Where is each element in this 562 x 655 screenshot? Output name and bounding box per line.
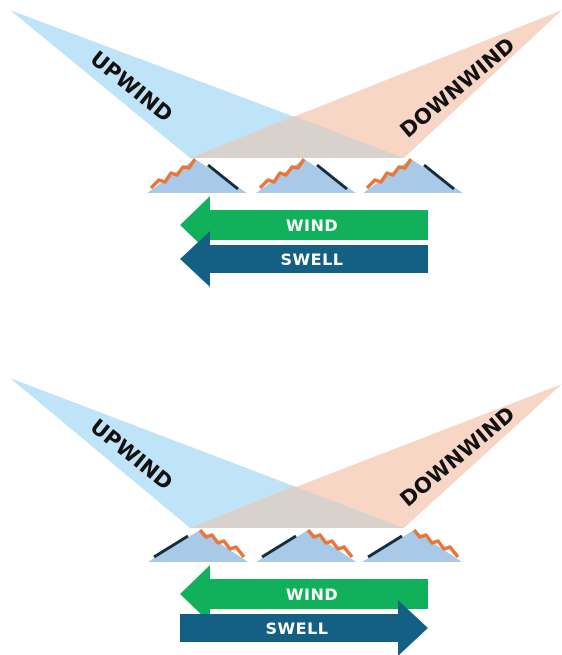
overlap-zone	[190, 486, 404, 528]
panel-1: UPWIND DOWNWIND WIND	[10, 10, 562, 287]
wind-arrow: WIND	[180, 565, 428, 623]
wave-group	[148, 528, 462, 562]
wave	[147, 158, 247, 193]
wind-arrow-label: WIND	[286, 216, 338, 235]
wave	[256, 158, 356, 193]
panel-2: UPWIND DOWNWIND WIND	[10, 378, 562, 655]
swell-arrow: SWELL	[180, 600, 428, 655]
wind-arrow-label: WIND	[286, 585, 338, 604]
wave	[362, 528, 462, 562]
wave	[256, 528, 356, 562]
overlap-zone	[190, 116, 404, 158]
swell-arrow: SWELL	[180, 231, 428, 287]
swell-arrow-label: SWELL	[266, 619, 329, 638]
wave	[148, 528, 248, 562]
wave-group	[147, 158, 463, 193]
swell-arrow-label: SWELL	[281, 250, 344, 269]
wave	[363, 158, 463, 193]
wind-arrow: WIND	[180, 196, 428, 254]
